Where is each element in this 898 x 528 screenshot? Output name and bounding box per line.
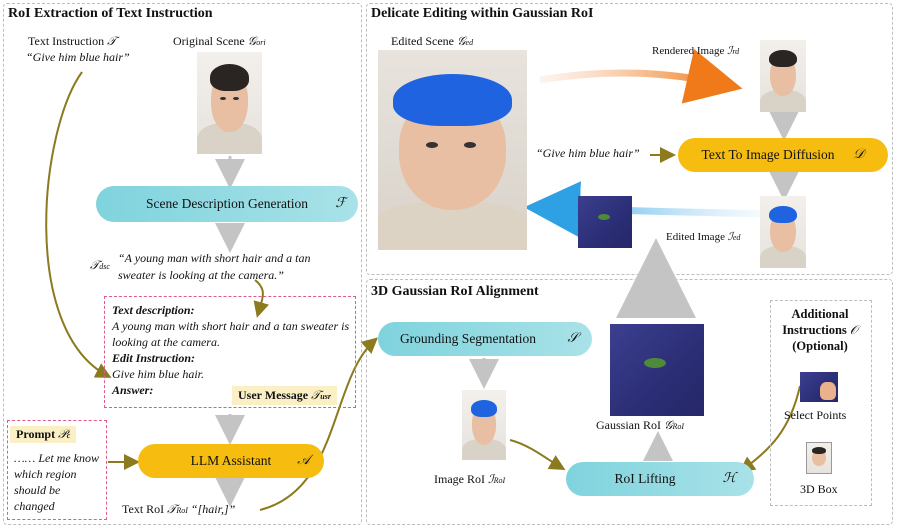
edit-instruction-heading: Edit Instruction: [112, 351, 196, 365]
answer-heading: Answer: [112, 383, 154, 397]
original-scene-image [197, 52, 262, 154]
prompt-box [7, 420, 107, 520]
align-panel-title: 3D Gaussian RoI Alignment [371, 284, 539, 299]
edit-quote: “Give him blue hair” [536, 146, 640, 160]
left-panel-title: RoI Extraction of Text Instruction [8, 6, 213, 21]
edit-panel-title: Delicate Editing within Gaussian RoI [371, 6, 594, 21]
text-instruction-quote: “Give him blue hair” [26, 50, 130, 64]
scene-description-symbol: ℱ [335, 195, 346, 211]
additional-instructions-title: Additional Instructions 𝒪 (Optional) [782, 307, 858, 353]
edit-instruction-body: Give him blue hair. [112, 367, 204, 381]
text-description-body: A young man with short hair and a tan sw… [112, 319, 350, 349]
diffusion-symbol: 𝒟 [853, 146, 864, 162]
user-message-box [104, 296, 356, 408]
gaussian-roi-label: Gaussian RoI 𝒢RoI [596, 418, 685, 432]
text-description-heading: Text description: [112, 303, 195, 317]
original-scene-label: Original Scene 𝒢ori [173, 34, 266, 48]
scene-description-generation-box: Scene Description Generation ℱ [96, 186, 358, 222]
gaussian-roi-render [610, 324, 704, 416]
t-dsc-symbol: 𝒯dsc [90, 258, 110, 272]
image-roi-label: Image RoI ℐRoI [434, 472, 506, 486]
image-roi-image [462, 390, 506, 460]
box-3d-label: 3D Box [800, 482, 838, 496]
grounding-segmentation-box: Grounding Segmentation 𝒮 [378, 322, 592, 356]
text-to-image-diffusion-box: Text To Image Diffusion 𝒟 [678, 138, 888, 172]
roi-lifting-box: RoI Lifting ℋ [566, 462, 754, 496]
lifting-symbol: ℋ [722, 470, 736, 486]
select-points-thumbnail [800, 372, 838, 402]
text-instruction-label: Text Instruction 𝒯 [28, 34, 117, 48]
message-content: Text description: A young man with short… [112, 302, 350, 398]
edited-scene-image [378, 50, 527, 250]
prompt-text: …… Let me know which region should be ch… [14, 451, 99, 513]
pointer-hand-icon [820, 382, 836, 400]
edited-image-label: Edited Image ℐed [666, 230, 741, 243]
left-panel [3, 3, 362, 525]
prompt-tag: Prompt 𝒫c [10, 426, 77, 443]
grounding-symbol: 𝒮 [567, 330, 578, 346]
text-roi-label: Text RoI 𝒯RoI “[hair,]” [122, 502, 236, 516]
rendered-image-label: Rendered Image ℐrd [652, 44, 740, 57]
edited-image [760, 196, 806, 268]
select-points-label: Select Points [784, 408, 847, 422]
box-3d-thumbnail [806, 442, 832, 474]
llm-assistant-box: LLM Assistant 𝒜 [138, 444, 324, 478]
edited-render-thumbnail [578, 196, 632, 248]
additional-instructions-box [770, 300, 872, 506]
t-dsc-text: “A young man with short hair and a tan s… [118, 251, 311, 282]
llm-symbol: 𝒜 [297, 452, 310, 468]
rendered-image [760, 40, 806, 112]
edited-scene-label: Edited Scene 𝒢ed [391, 34, 474, 48]
user-message-tag: User Message 𝒯usr [232, 386, 337, 405]
